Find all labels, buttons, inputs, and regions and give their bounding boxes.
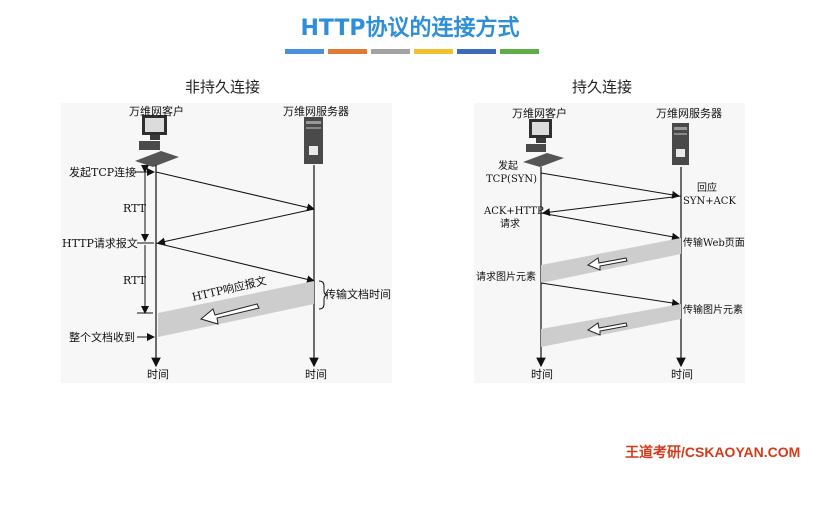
- left-client-label: 万维网客户: [129, 104, 184, 118]
- start-label-1: 发起: [498, 159, 518, 172]
- right-time-client: 时间: [531, 368, 553, 381]
- tcp-connect-label: 发起TCP连接: [69, 165, 136, 179]
- color-bar-5: [457, 49, 496, 54]
- transfer-time-label: 传输文档时间: [325, 287, 391, 301]
- server-icon: [304, 117, 323, 164]
- reply-label-1: 回应: [697, 181, 717, 194]
- persistent-diagram: 万维网客户 万维网服务器 时间 时间 发起 TCP(SYN) 回应 SYN+AC…: [474, 103, 745, 383]
- brand-watermark: 王道考研/CSKAOYAN.COM: [625, 444, 801, 460]
- right-time-server: 时间: [671, 368, 693, 381]
- non-persistent-diagram: 万维网客户 万维网服务器 时间 时间 HTTP响应报文 传输文档时间 RTT R…: [61, 103, 392, 383]
- right-heading: 持久连接: [572, 78, 633, 96]
- title-color-bars: [285, 49, 539, 54]
- rtt-1-label: RTT: [123, 202, 147, 215]
- client-computer-icon: [523, 119, 564, 167]
- transfer-image-label: 传输图片元素: [683, 303, 743, 316]
- reply-label-2: SYN+ACK: [683, 196, 736, 207]
- server-icon: [672, 123, 689, 165]
- image-arrow-icon: [586, 322, 628, 336]
- left-heading: 非持久连接: [185, 78, 261, 96]
- start-label-2: TCP(SYN): [486, 174, 537, 185]
- transfer-web-label: 传输Web页面: [683, 236, 745, 249]
- rtt-2-label: RTT: [123, 274, 147, 287]
- left-time-server: 时间: [305, 368, 327, 381]
- http-request-label: HTTP请求报文: [62, 236, 138, 250]
- doc-received-label: 整个文档收到: [69, 330, 135, 344]
- request-image-label: 请求图片元素: [476, 270, 536, 283]
- color-bar-1: [285, 49, 324, 54]
- right-server-label: 万维网服务器: [656, 107, 722, 120]
- response-arrow-icon: [199, 303, 260, 325]
- left-server-label: 万维网服务器: [283, 105, 349, 118]
- client-computer-icon: [135, 115, 179, 167]
- color-bar-4: [414, 49, 453, 54]
- ack-label-2: 请求: [500, 217, 520, 230]
- right-client-label: 万维网客户: [512, 106, 567, 120]
- page-title: HTTP协议的连接方式: [300, 16, 520, 41]
- color-bar-6: [500, 49, 539, 54]
- left-time-client: 时间: [147, 368, 169, 381]
- color-bar-3: [371, 49, 410, 54]
- ack-label-1: ACK+HTTP: [483, 206, 544, 217]
- web-page-arrow-icon: [586, 257, 628, 271]
- color-bar-2: [328, 49, 367, 54]
